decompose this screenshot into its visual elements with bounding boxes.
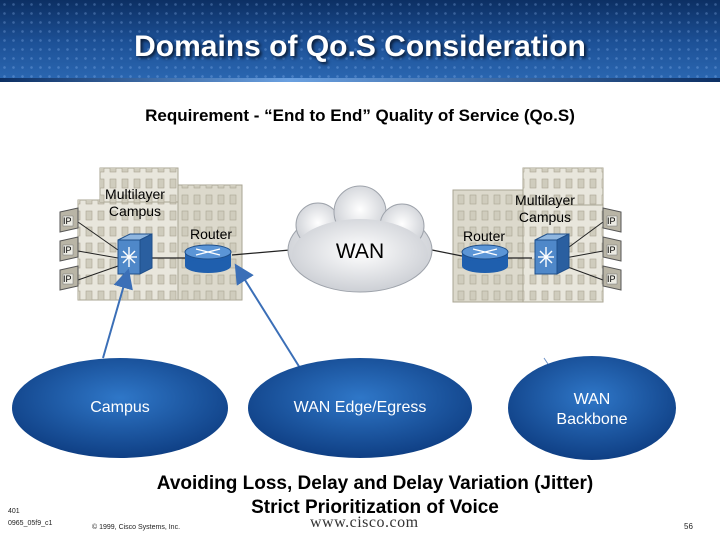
multilayer-switch-icon [534,233,570,275]
link-wan-right-router [431,249,463,257]
left-campus-label-text: Multilayer Campus [105,186,165,219]
slide-subtitle: Requirement - “End to End” Quality of Se… [145,106,575,125]
ip-phone-icon [59,265,79,291]
campus-domain-ellipse [12,358,228,458]
campus-domain-label: Campus [90,399,150,416]
key-points: Avoiding Loss, Delay and Delay Variation… [90,472,660,520]
ip-phone-icon [602,265,622,291]
cloud-icon [287,185,433,293]
page-number: 56 [684,522,693,531]
ip-phone-icon [59,236,79,262]
ip-phone-label: IP [63,274,72,284]
wan-backbone-domain-label-text: WAN Backbone [556,391,628,428]
wan-cloud-label: WAN [335,240,385,263]
right-campus-label: Multilayer Campus [495,192,595,226]
left-ip-phones [59,207,119,291]
title-divider [0,78,720,82]
slide-code-line2: 0965_05f9_c1 [8,520,53,527]
ip-phone-label: IP [63,216,72,226]
ip-phone-icon [602,207,622,233]
wan-backbone-domain-ellipse [508,356,676,460]
ip-phone-icon [602,236,622,262]
right-ip-phones [564,207,622,291]
copyright-text: © 1999, Cisco Systems, Inc. [92,524,181,531]
website-url: www.cisco.com [310,514,419,531]
title-bar-pattern [0,0,720,78]
key-point-voice-priority: Strict Prioritization of Voice [251,497,499,518]
router-icon [184,244,232,273]
ip-phone-label: IP [607,245,616,255]
multilayer-switch-icon [117,233,153,275]
key-point-loss-delay: Avoiding Loss, Delay and Delay Variation… [156,473,594,494]
wan-edge-domain-ellipse [248,358,472,458]
ip-phone-label: IP [607,216,616,226]
arrow-wan-edge [234,263,301,369]
ip-phone-label: IP [607,274,616,284]
ip-phone-icon [59,207,79,233]
left-campus-label: Multilayer Campus [90,186,180,220]
right-router-label: Router [463,228,506,244]
wan-edge-domain-label: WAN Edge/Egress [293,399,427,416]
link-left-router-wan [231,249,291,256]
title-bar: Domains of Qo.S Consideration [0,0,720,78]
wan-backbone-domain-label: WAN Backbone [532,390,652,430]
arrow-campus [102,268,133,359]
slide-title: Domains of Qo.S Consideration [134,30,586,63]
ip-phone-label: IP [63,245,72,255]
left-router-label: Router [190,226,233,242]
slide-code-line1: 401 [8,508,20,515]
right-campus-label-text: Multilayer Campus [515,192,575,225]
router-icon [461,244,509,273]
